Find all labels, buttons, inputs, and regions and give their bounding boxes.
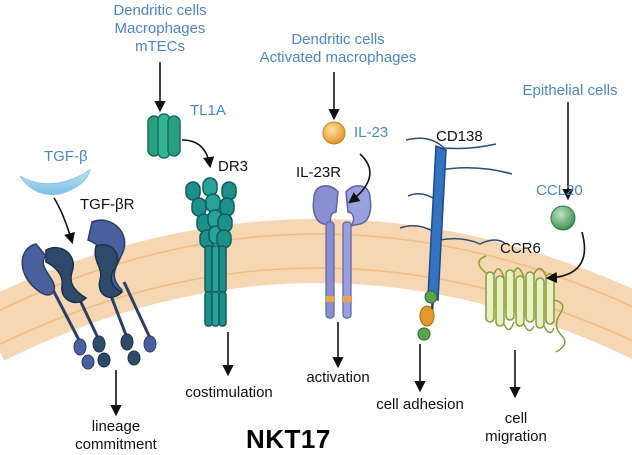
il23-label: IL-23	[354, 124, 389, 141]
il23r-label: IL-23R	[296, 164, 342, 181]
ccl20-label: CCL20	[536, 182, 583, 199]
tgfb-label: TGF-β	[44, 148, 88, 165]
cell-adhesion-label: cell adhesion	[376, 396, 464, 413]
cd138-receptor	[399, 137, 513, 341]
diagram-title: NKT17	[246, 424, 331, 454]
lineage-commitment-label: lineage commitment	[75, 418, 157, 453]
tgfbr-label: TGF-βR	[80, 196, 135, 213]
ccr6-receptor	[478, 255, 566, 353]
dr3-label: DR3	[218, 158, 249, 175]
arrows	[53, 62, 586, 417]
ccr6-label: CCR6	[500, 240, 541, 257]
tl1a-ligand	[147, 113, 181, 159]
cd138-label: CD138	[436, 128, 483, 145]
tl1a-label: TL1A	[190, 102, 226, 119]
ccl20-ligand	[550, 205, 576, 231]
costimulation-label: costimulation	[185, 384, 273, 401]
ccl20-source-label: Epithelial cells	[522, 82, 618, 99]
cell-migration-label: cell migration	[485, 410, 547, 445]
tgfb-ligand	[19, 168, 91, 196]
il23-source-label: Dendritic cells Activated macrophages	[259, 31, 417, 66]
il23-ligand	[322, 121, 346, 145]
dr3-receptor	[185, 177, 237, 327]
tgfbr-complex	[21, 219, 157, 370]
activation-label: activation	[306, 369, 370, 386]
tl1a-source-label: Dendritic cells Macrophages mTECs	[113, 2, 207, 55]
